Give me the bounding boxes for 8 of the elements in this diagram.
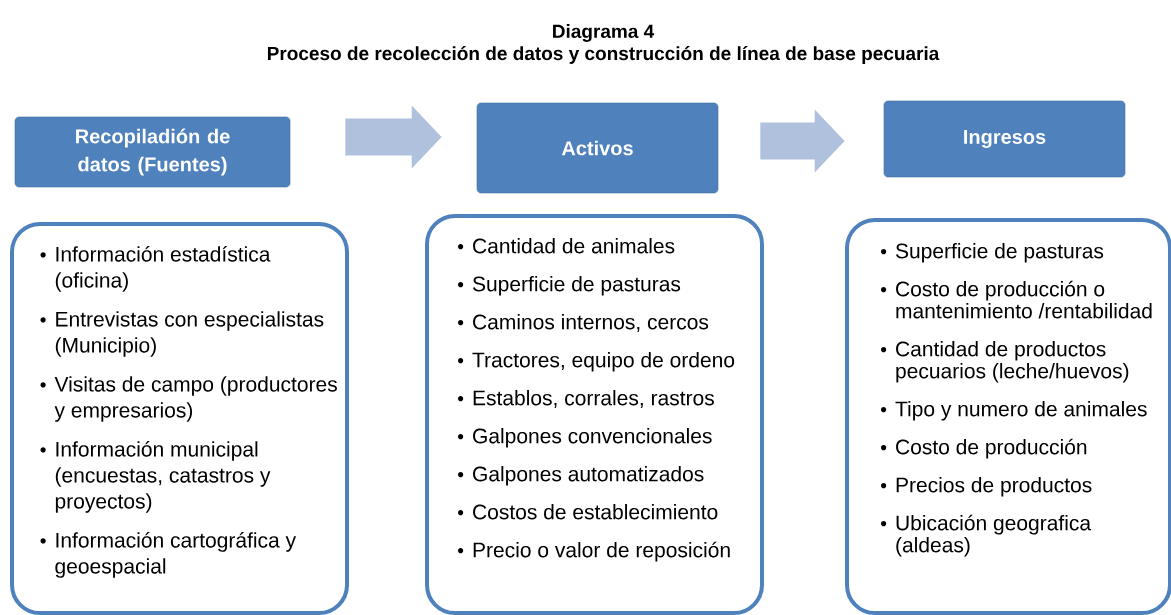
list-box: Superficie de pasturas Costo de producción o mantenimiento /rentabilidad Cantidad de productos pecuarios (leche/huevos) Tipo y numero de animales Costo de producción Precios de productos Ubicación geografica (aldeas)	[845, 218, 1171, 615]
header-box: Activos	[476, 102, 719, 194]
subtitle: Proceso de recolección de datos y construcción de línea de base pecuaria	[267, 46, 940, 64]
header-box: Recopiladión de datos (Fuentes)	[14, 116, 291, 188]
list-box: Información estadística (oficina) Entrevistas con especialistas (Municipio) Visitas de campo (productores y empresarios) Información municipal (encuestas, catastros y proyectos) Información cartográfica y geoespacial	[10, 222, 349, 615]
list-box: Cantidad de animales Superficie de pasturas Caminos internos, cercos Tractores, equipo de ordeno Establos, corrales, rastros Galpones convencionales Galpones automatizados Costos de establecimiento Precio o valor de reposición	[425, 214, 764, 615]
header-box: Ingresos	[883, 100, 1126, 178]
title: Diagrama 4	[553, 24, 655, 42]
